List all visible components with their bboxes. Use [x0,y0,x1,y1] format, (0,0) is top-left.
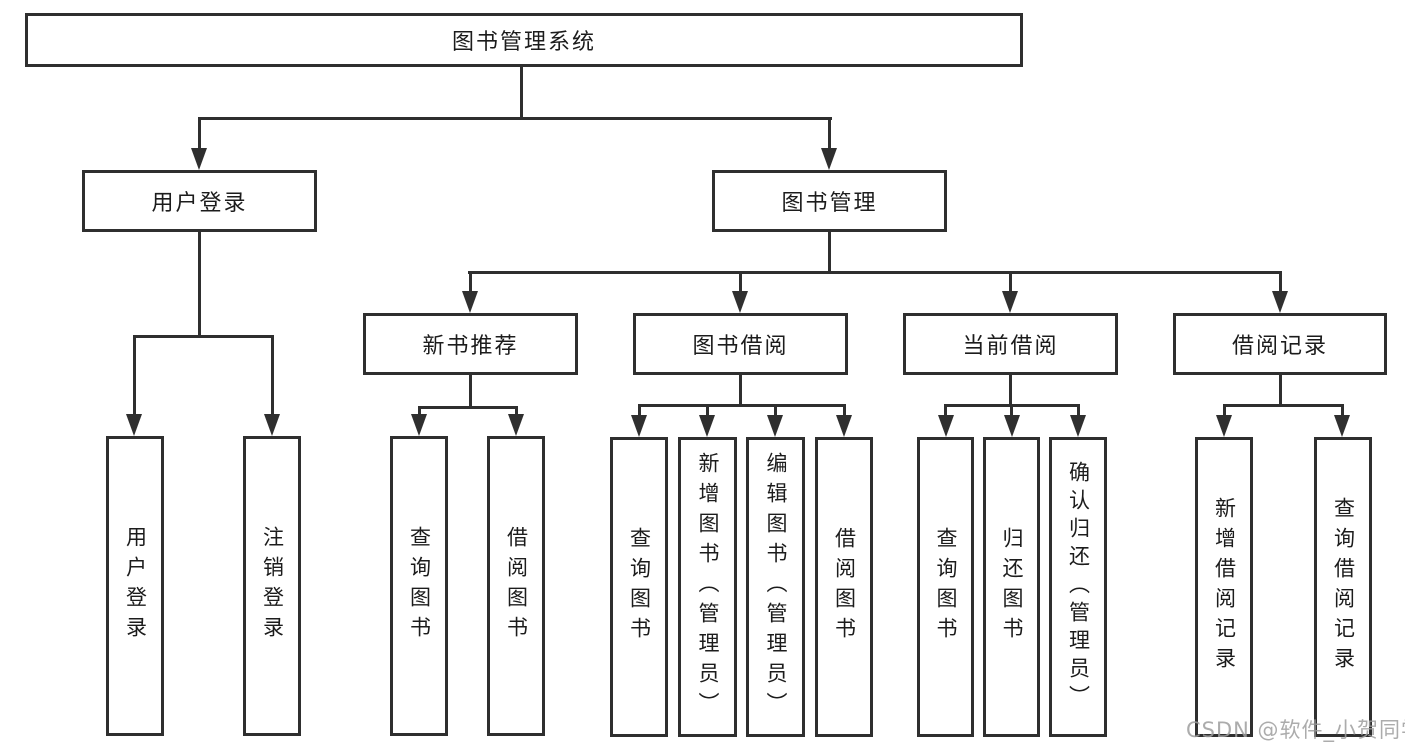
connector-line [1010,404,1013,415]
arrowhead-down-icon [411,414,427,436]
node-label: 新增图书（管理员） [696,452,720,722]
connector-line [1009,375,1012,406]
node-label: 查询图书 [934,527,958,647]
node-book-management: 图书管理 [712,170,947,232]
leaf-return-books: 归还图书 [983,437,1040,737]
leaf-query-books-1: 查询图书 [390,436,448,736]
node-label: 图书管理系统 [451,30,596,55]
node-book-borrowing: 图书借阅 [633,313,848,375]
node-label: 新增借阅记录 [1212,497,1237,677]
arrowhead-down-icon [836,415,852,437]
node-label: 归还图书 [1000,527,1024,647]
connector-line [828,117,831,150]
node-label: 当前借阅 [962,334,1059,359]
node-label: 编辑图书（管理员） [764,452,788,722]
arrowhead-down-icon [1334,415,1350,437]
connector-line [133,335,274,338]
node-label: 图书借阅 [692,334,789,359]
connector-line [418,406,421,416]
leaf-add-borrow-record: 新增借阅记录 [1195,437,1253,737]
arrowhead-down-icon [1004,415,1020,437]
connector-line [520,64,523,119]
node-current-borrowing: 当前借阅 [903,313,1118,375]
connector-line [469,375,472,408]
leaf-query-borrow-record: 查询借阅记录 [1314,437,1372,737]
leaf-query-books-3: 查询图书 [917,437,974,737]
connector-line [638,404,641,415]
connector-line [944,404,947,415]
node-label: 用户登录 [151,191,248,216]
connector-line [1279,375,1282,406]
connector-line [1279,271,1282,293]
arrowhead-down-icon [1216,415,1232,437]
node-label: 注销登录 [260,526,285,646]
arrowhead-down-icon [631,415,647,437]
leaf-borrow-books-2: 借阅图书 [815,437,873,737]
leaf-borrow-books-1: 借阅图书 [487,436,545,736]
arrowhead-down-icon [1070,415,1086,437]
connector-line [469,271,472,293]
arrowhead-down-icon [126,414,142,436]
connector-line [843,404,846,415]
connector-line [739,271,742,293]
connector-line [468,271,1281,274]
leaf-logout: 注销登录 [243,436,301,736]
node-user-login: 用户登录 [82,170,317,232]
arrowhead-down-icon [508,414,524,436]
arrowhead-down-icon [1002,291,1018,313]
node-label: 查询借阅记录 [1331,497,1356,677]
leaf-confirm-return-admin: 确认归还（管理员） [1049,437,1107,737]
node-new-book-recommend: 新书推荐 [363,313,578,375]
connector-line [1009,271,1012,293]
node-label: 查询图书 [407,526,432,646]
arrowhead-down-icon [699,415,715,437]
arrowhead-down-icon [264,414,280,436]
connector-line [706,404,709,415]
connector-line [198,232,201,337]
leaf-query-books-2: 查询图书 [610,437,668,737]
connector-line [418,406,518,409]
connector-line [515,406,518,416]
node-label: 用户登录 [123,526,148,646]
connector-line [1223,404,1344,407]
connector-line [638,404,845,407]
connector-line [1341,404,1344,415]
leaf-user-login: 用户登录 [106,436,164,736]
connector-line [133,335,136,416]
arrowhead-down-icon [462,291,478,313]
arrowhead-down-icon [191,148,207,170]
node-label: 借阅记录 [1231,334,1328,359]
node-library-management-system: 图书管理系统 [25,13,1023,67]
node-label: 借阅图书 [832,527,857,647]
node-borrowing-records: 借阅记录 [1173,313,1387,375]
arrowhead-down-icon [821,148,837,170]
node-label: 查询图书 [627,527,652,647]
connector-line [1077,404,1080,415]
arrowhead-down-icon [732,291,748,313]
arrowhead-down-icon [938,415,954,437]
leaf-add-books-admin: 新增图书（管理员） [678,437,737,737]
watermark: CSDN @软件_小贺同学 [1186,718,1405,742]
node-label: 借阅图书 [504,526,529,646]
connector-line [828,232,831,273]
connector-line [271,335,274,416]
connector-line [774,404,777,415]
connector-line [739,375,742,406]
leaf-edit-books-admin: 编辑图书（管理员） [746,437,805,737]
arrowhead-down-icon [1272,291,1288,313]
node-label: 图书管理 [781,191,878,216]
connector-line [198,117,832,120]
node-label: 确认归还（管理员） [1066,461,1091,713]
connector-line [1223,404,1226,415]
connector-line [198,117,201,150]
arrowhead-down-icon [767,415,783,437]
node-label: 新书推荐 [422,334,519,359]
